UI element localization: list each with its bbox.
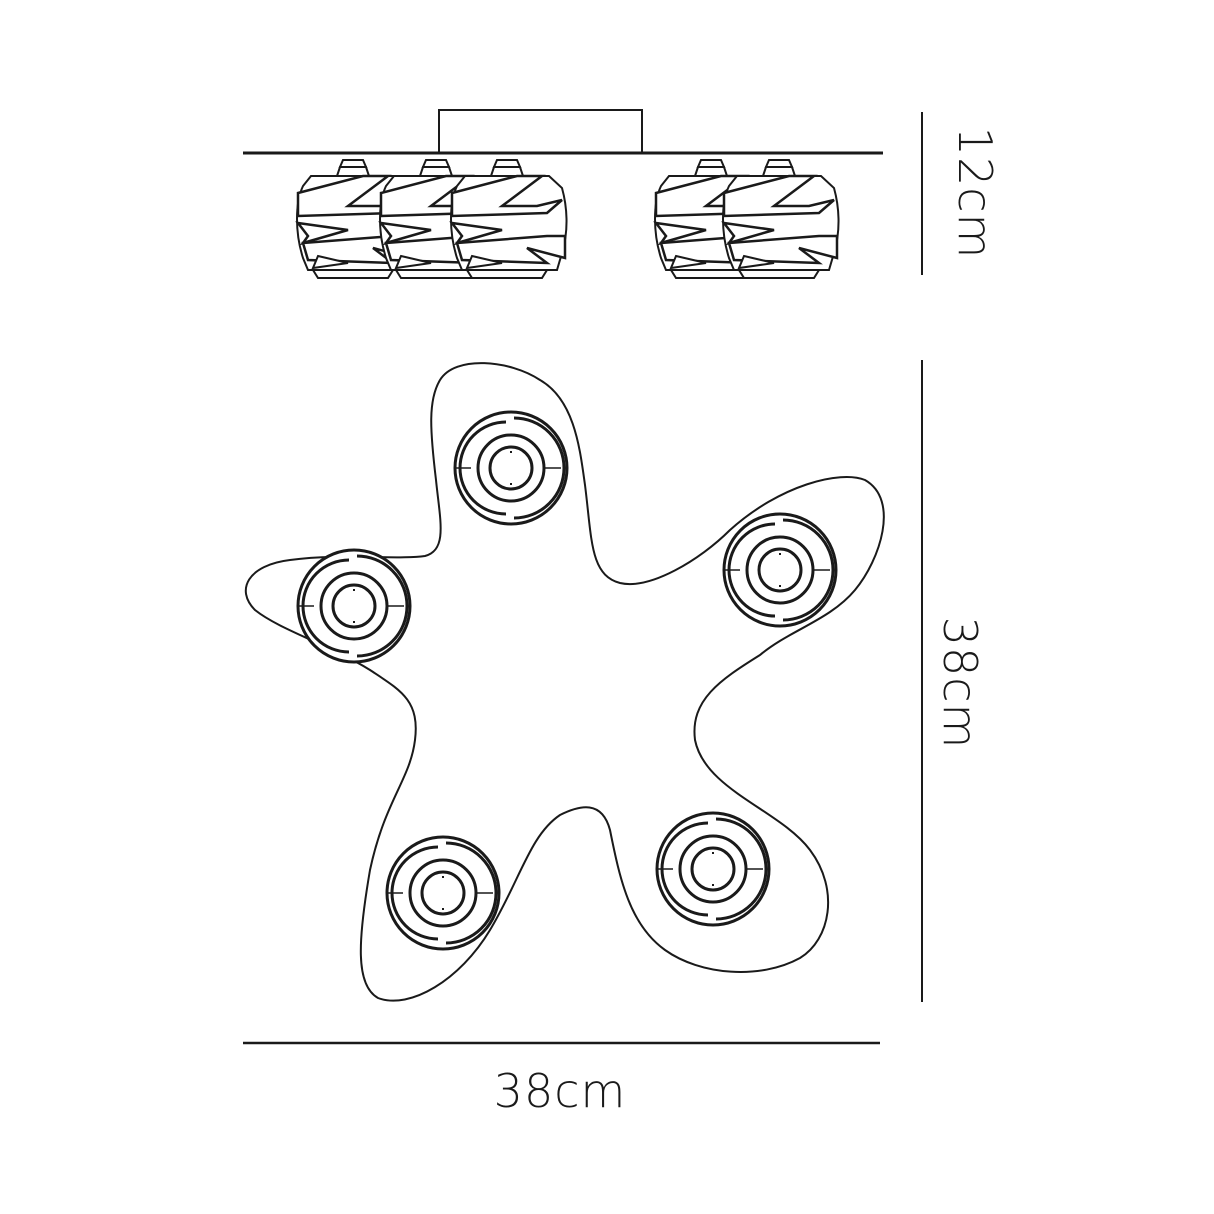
shade-side-5 [721,158,840,280]
lamp-plan-left [296,548,412,664]
shade-side-3 [449,158,568,280]
lamp-plan-bottom-left [385,835,501,951]
width-dimension-label: 38cm [493,1064,627,1118]
lamp-plan-top [453,410,569,526]
height-dimension-label: 12cm [948,126,1002,260]
lamp-plan-bottom-right [655,811,771,927]
canopy-box [438,109,643,154]
side-elevation-view [243,109,883,280]
depth-dimension-label: 38cm [933,616,987,750]
lamp-plan-right [722,512,838,628]
plan-view [244,362,885,1002]
